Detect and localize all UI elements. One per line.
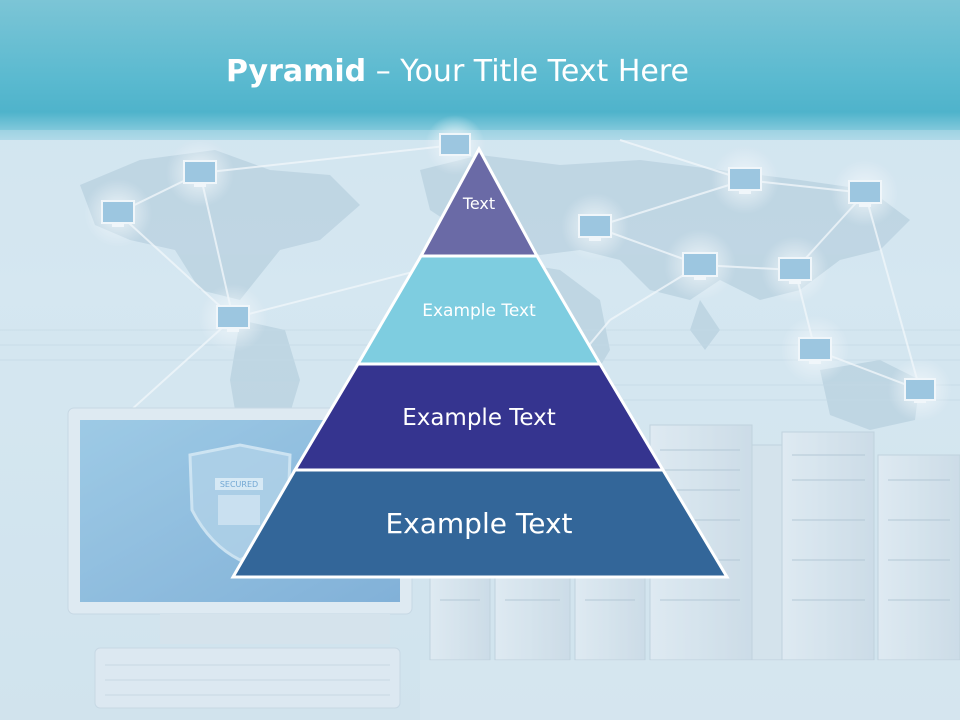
slide-title: Pyramid – Your Title Text Here xyxy=(226,54,689,89)
pyramid-tier-4-label: Example Text xyxy=(385,507,572,540)
pyramid-tier-4[interactable] xyxy=(230,468,730,579)
title-rest: – Your Title Text Here xyxy=(366,54,689,89)
title-bold: Pyramid xyxy=(226,54,367,89)
network-nodes xyxy=(84,115,952,422)
pyramid-tier-3-label: Example Text xyxy=(402,405,556,431)
pyramid-tier-2-label: Example Text xyxy=(422,301,536,321)
pyramid-tier-1-label: Text xyxy=(462,194,495,213)
monitor-screen-text: SECURED xyxy=(220,480,258,489)
title-band xyxy=(0,0,960,140)
